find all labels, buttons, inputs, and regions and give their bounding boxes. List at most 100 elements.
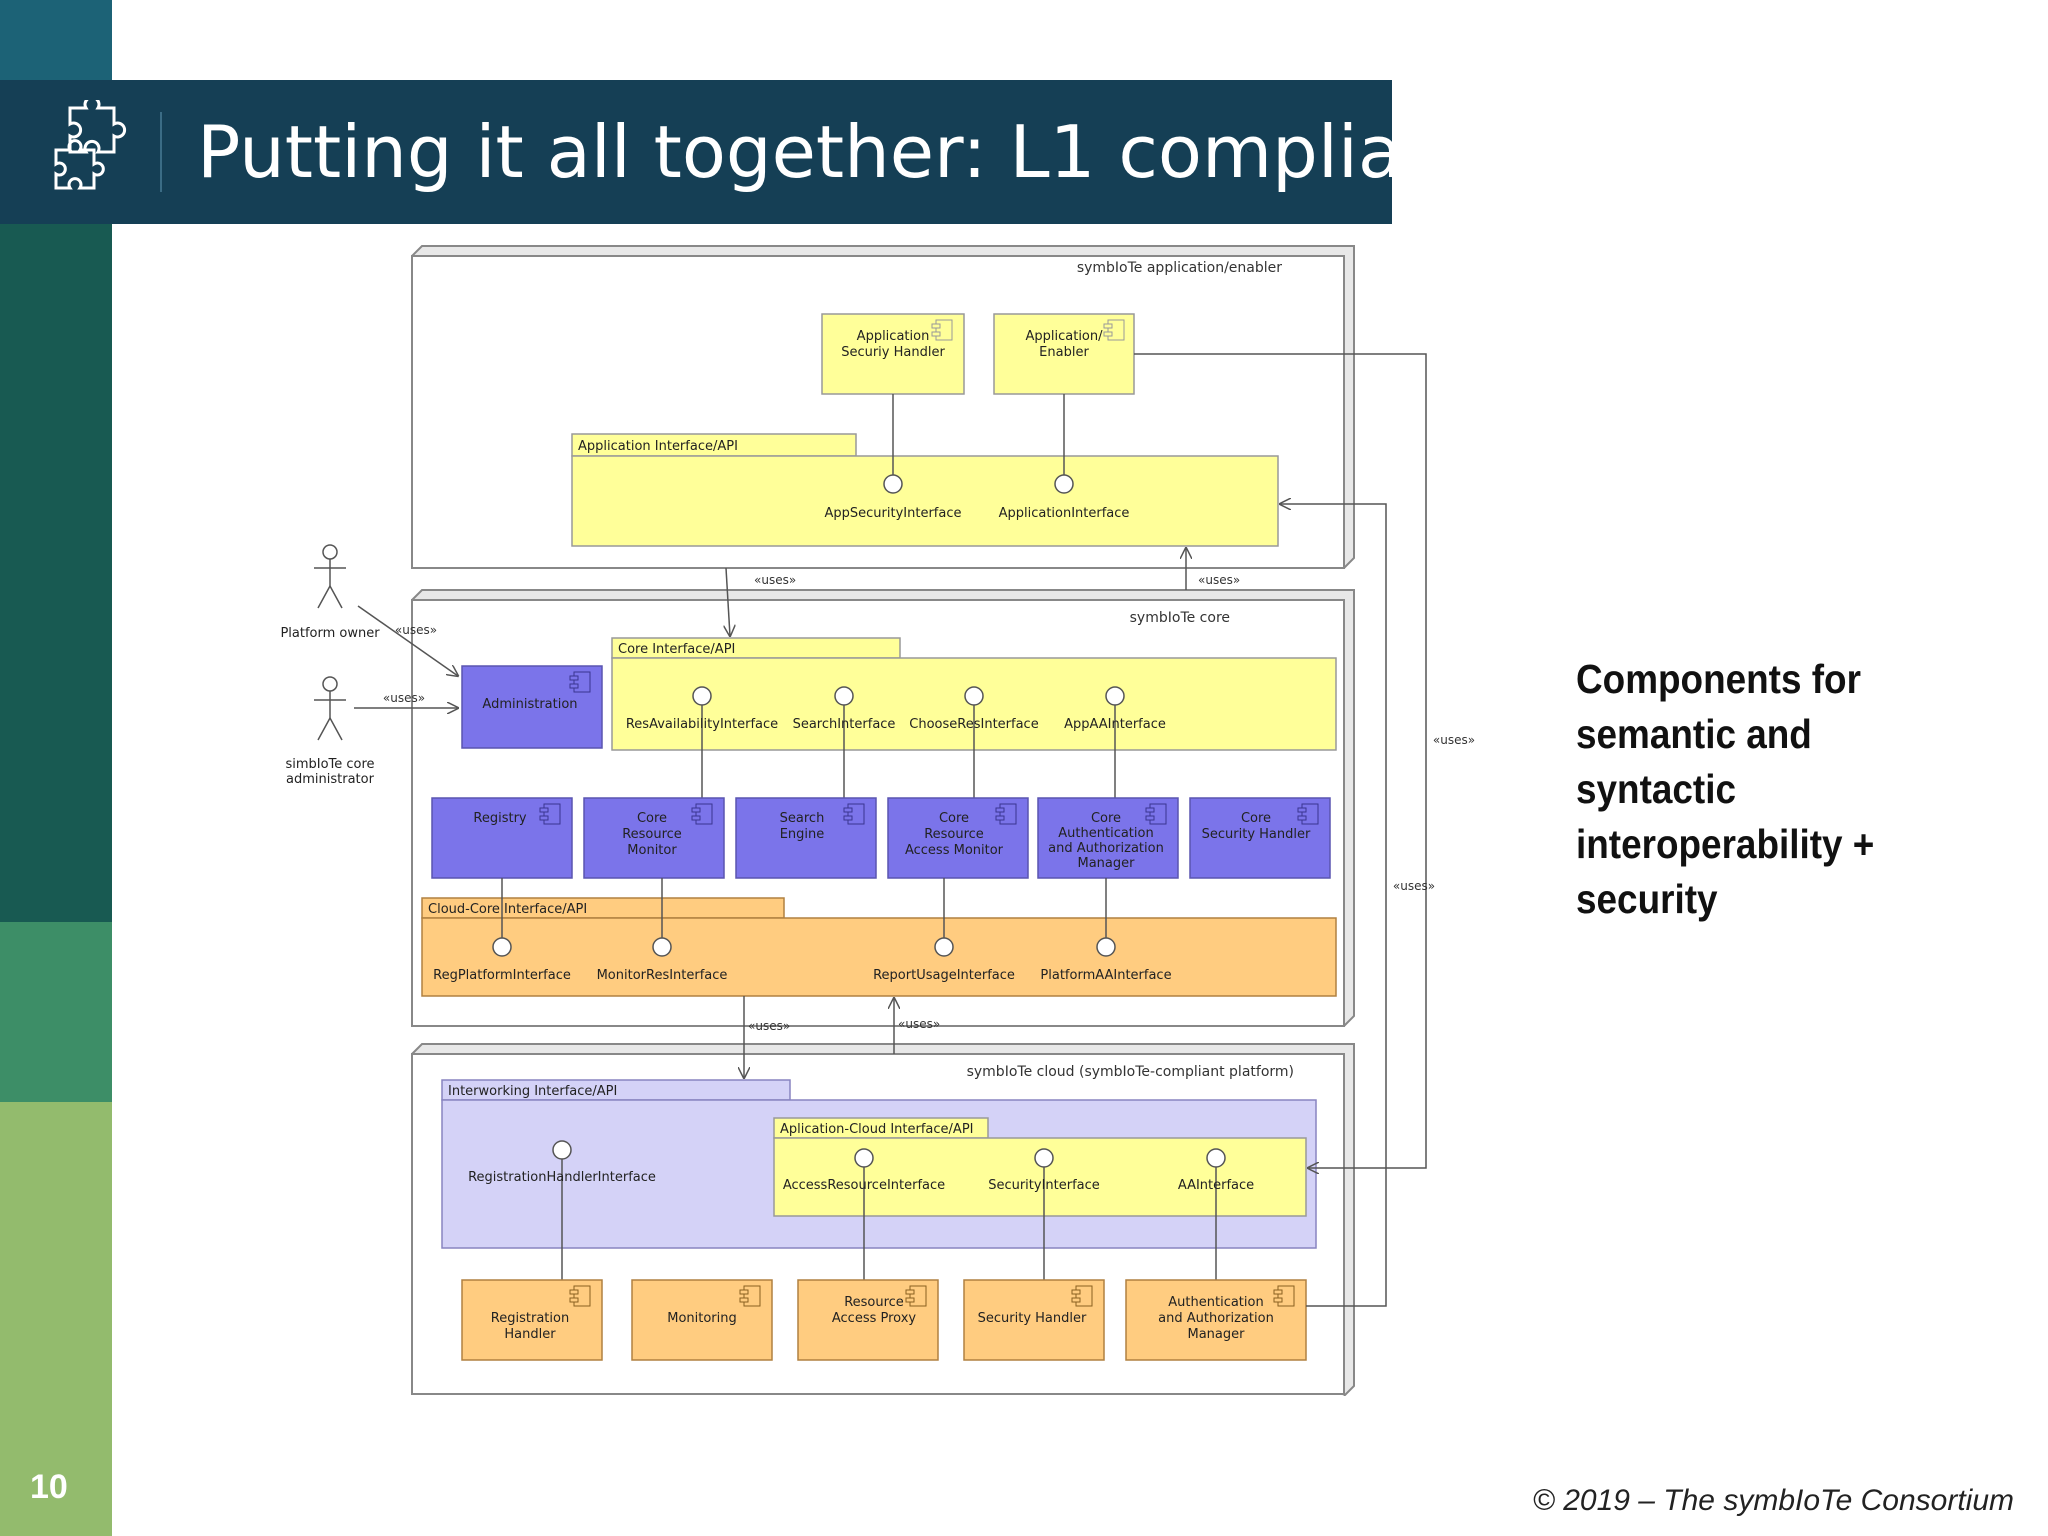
slide-title: Putting it all together: L1 compliance (197, 110, 1532, 194)
aam-component: Authentication and Authorization Manager (1125, 1279, 1307, 1361)
core-resource-access-monitor-line1: Core (939, 811, 969, 826)
frame-label-core: symbIoTe core (1130, 610, 1230, 626)
core-aam-component: Core Authentication and Authorization Ma… (1037, 797, 1179, 879)
actor-label-platform-owner: Platform owner (280, 626, 380, 641)
core-security-handler-component: Core Security Handler (1189, 797, 1331, 879)
lollipop-choose-res (964, 686, 984, 706)
band-light-green (0, 1102, 112, 1536)
interface-choose-res: ChooseResInterface (909, 717, 1038, 732)
uses-label-aam-app: «uses» (1393, 879, 1435, 893)
resource-access-proxy-line1: Resource (844, 1295, 904, 1310)
uses-label-core-app: «uses» (1198, 573, 1240, 587)
lollipop-aa (1206, 1148, 1226, 1168)
lollipop-monitor-res (652, 937, 672, 957)
core-aam-line1: Core (1091, 811, 1121, 826)
page-number: 10 (30, 1468, 68, 1506)
registration-handler-component: Registration Handler (461, 1279, 603, 1361)
app-enabler-line2: Enabler (1039, 345, 1089, 360)
lollipop-res-availability (692, 686, 712, 706)
administration-label: Administration (482, 697, 577, 712)
registry-label: Registry (473, 811, 527, 826)
interface-registration-handler: RegistrationHandlerInterface (468, 1170, 656, 1185)
registration-handler-line1: Registration (491, 1311, 569, 1326)
lollipop-platform-aa (1096, 937, 1116, 957)
administration-component: Administration (461, 665, 603, 749)
lollipop-application (1054, 474, 1074, 494)
registration-handler-line2: Handler (504, 1327, 556, 1342)
uses-label-platform-owner: «uses» (395, 623, 437, 637)
interface-app-security: AppSecurityInterface (825, 506, 962, 521)
core-resource-access-monitor-line2: Resource (924, 827, 984, 842)
app-security-handler-line2: Securiy Handler (841, 345, 945, 360)
interface-access-resource: AccessResourceInterface (783, 1178, 945, 1193)
interface-report-usage: ReportUsageInterface (873, 968, 1015, 983)
uses-label-core-cloud: «uses» (748, 1019, 790, 1033)
core-aam-line2: Authentication (1058, 826, 1153, 841)
app-security-handler-component: Application Securiy Handler (821, 313, 965, 395)
title-divider (160, 112, 162, 192)
security-handler-component: Security Handler (963, 1279, 1105, 1361)
registry-component: Registry (431, 797, 573, 879)
uses-label-enabler-cloud: «uses» (1433, 733, 1475, 747)
interface-aa: AAInterface (1178, 1178, 1254, 1193)
core-aam-line3: and Authorization (1048, 841, 1164, 856)
cloud-core-api-package (421, 917, 1337, 997)
core-api-package-label: Core Interface/API (618, 642, 735, 657)
uses-label-core-admin: «uses» (383, 691, 425, 705)
title-bar (0, 80, 1392, 224)
app-enabler-component: Application/ Enabler (993, 313, 1135, 395)
interface-monitor-res: MonitorResInterface (597, 968, 728, 983)
architecture-diagram: symbIoTe application/enabler symbIoTe co… (280, 245, 1475, 1396)
puzzle-icon (54, 100, 127, 190)
lollipop-access-resource (854, 1148, 874, 1168)
interface-res-availability: ResAvailabilityInterface (626, 717, 778, 732)
monitoring-component: Monitoring (631, 1279, 773, 1361)
core-aam-line4: Manager (1078, 856, 1136, 871)
interface-search: SearchInterface (793, 717, 896, 732)
core-resource-monitor-line2: Resource (622, 827, 682, 842)
aam-line2: and Authorization (1158, 1311, 1274, 1326)
band-teal (0, 0, 112, 80)
actor-label-core-admin-2: administrator (286, 772, 375, 787)
cloud-core-api-package-label: Cloud-Core Interface/API (428, 902, 587, 917)
interface-reg-platform: RegPlatformInterface (433, 968, 571, 983)
app-api-package (571, 455, 1279, 547)
aam-line3: Manager (1188, 1327, 1246, 1342)
resource-access-proxy-line2: Access Proxy (832, 1311, 917, 1326)
core-security-handler-line2: Security Handler (1202, 827, 1311, 842)
search-engine-line1: Search (780, 811, 825, 826)
core-resource-monitor-line3: Monitor (627, 843, 677, 858)
aam-line1: Authentication (1168, 1295, 1263, 1310)
lollipop-app-security (883, 474, 903, 494)
lollipop-report-usage (934, 937, 954, 957)
core-resource-access-monitor-component: Core Resource Access Monitor (887, 797, 1029, 879)
app-enabler-line1: Application/ (1025, 329, 1103, 344)
core-resource-monitor-component: Core Resource Monitor (583, 797, 725, 879)
uses-label-cloud-core: «uses» (898, 1017, 940, 1031)
actor-platform-owner (314, 544, 346, 609)
side-caption: Components for semantic and syntactic in… (1576, 656, 1875, 922)
search-engine-component: Search Engine (735, 797, 877, 879)
interface-security: SecurityInterface (988, 1178, 1100, 1193)
lollipop-registration-handler (552, 1140, 572, 1160)
frame-label-cloud: symbIoTe cloud (symbIoTe-compliant platf… (967, 1064, 1294, 1080)
security-handler-label: Security Handler (978, 1311, 1087, 1326)
core-security-handler-line1: Core (1241, 811, 1271, 826)
interface-app-aa: AppAAInterface (1064, 717, 1166, 732)
lollipop-search (834, 686, 854, 706)
interface-application: ApplicationInterface (999, 506, 1130, 521)
band-green (0, 922, 112, 1102)
lollipop-app-aa (1105, 686, 1125, 706)
band-dark-green (0, 224, 112, 922)
app-security-handler-line1: Application (857, 329, 930, 344)
actor-core-administrator (314, 676, 346, 741)
core-resource-monitor-line1: Core (637, 811, 667, 826)
resource-access-proxy-component: Resource Access Proxy (797, 1279, 939, 1361)
monitoring-label: Monitoring (667, 1311, 737, 1326)
uses-label-app-core: «uses» (754, 573, 796, 587)
lollipop-reg-platform (492, 937, 512, 957)
app-cloud-api-package-label: Aplication-Cloud Interface/API (780, 1122, 974, 1137)
interworking-api-package-label: Interworking Interface/API (448, 1084, 617, 1099)
actor-label-core-admin-1: simbIoTe core (285, 757, 374, 772)
interface-platform-aa: PlatformAAInterface (1040, 968, 1171, 983)
